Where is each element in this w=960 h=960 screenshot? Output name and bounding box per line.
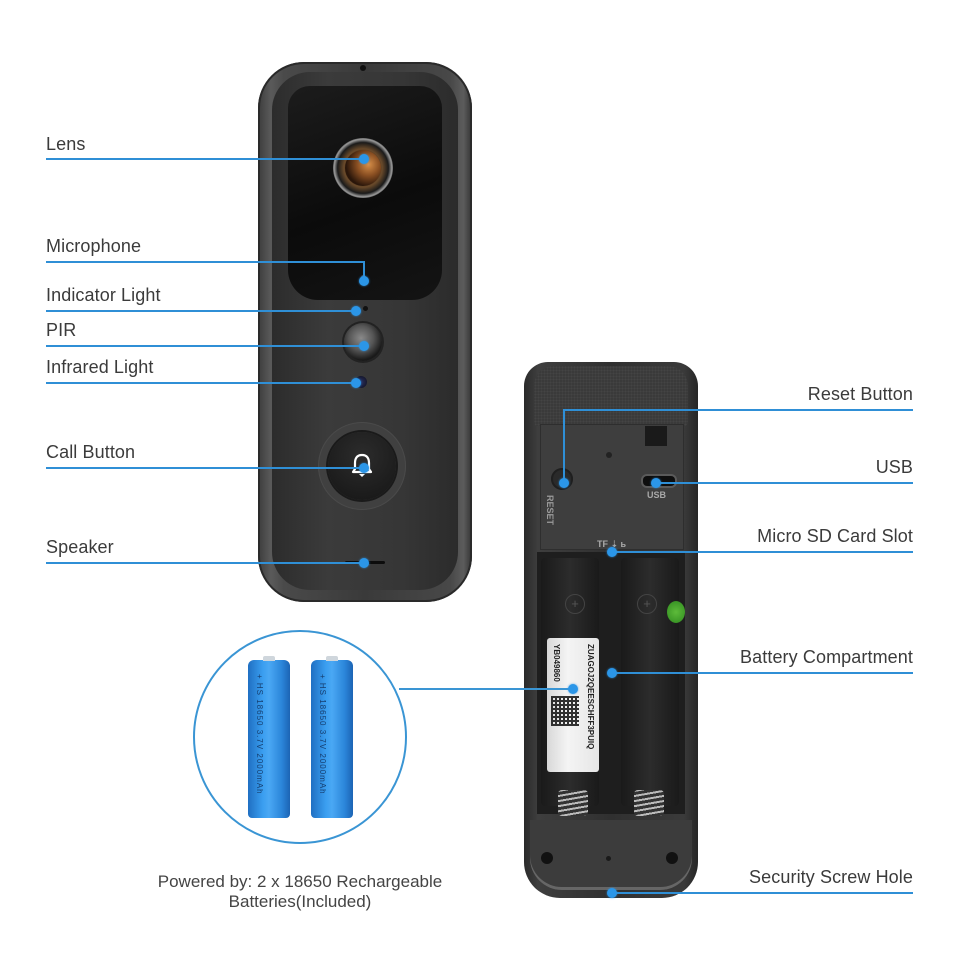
leader-line-reset-button [564,409,913,411]
battery-18650-left: + HS 18650 3.7V 2000mAh [248,656,290,818]
pointer-dot-battery-compartment [607,668,617,678]
pointer-dot-security-screw [607,888,617,898]
sticker-code: ZUAGOJ2QEESCHFF3PUIQ [586,644,595,750]
leader-line-lens [46,158,364,160]
label-lens: Lens [46,134,86,154]
circuit-chip [645,426,667,446]
battery-caption: Powered by: 2 x 18650 Rechargeable Batte… [110,872,490,912]
leader-line-indicator-light [46,310,356,312]
pointer-dot-microphone [359,276,369,286]
panel-screw-dot [606,452,612,458]
pointer-dot-pir [359,341,369,351]
screw-icon [541,852,553,864]
battery-print: + HS 18650 3.7V 2000mAh [318,674,327,795]
pointer-dot-infrared-light [351,378,361,388]
label-microphone: Microphone [46,236,142,256]
pointer-dot-call-button [359,463,369,473]
battery-18650-right: + HS 18650 3.7V 2000mAh [311,656,353,818]
caption-line-2: Batteries(Included) [228,892,372,911]
pointer-dot-reset-button [559,478,569,488]
tf-print: TF ⇣ ь [597,539,627,549]
leader-line-pir [46,345,364,347]
battery-print: + HS 18650 3.7V 2000mAh [255,674,264,795]
label-speaker: Speaker [46,537,114,557]
back-bottom-plate [530,820,692,890]
label-infrared-light: Infrared Light [46,357,154,377]
pointer-dot-micro-sd [607,547,617,557]
screw-hole-icon [606,856,611,861]
label-battery-compartment: Battery Compartment [740,647,913,667]
leader-line-micro-sd [612,551,913,553]
battery-callout-circle [193,630,407,844]
green-seal-icon [667,601,685,623]
pointer-dot-usb [651,478,661,488]
label-reset-button: Reset Button [807,384,913,404]
qr-code-icon [551,696,579,726]
spring-icon [634,790,664,816]
usb-print: USB [647,490,667,500]
leader-line-reset-drop [563,409,565,484]
leader-line-usb [656,482,913,484]
pointer-dot-lens [359,154,369,164]
label-pir: PIR [46,320,77,340]
top-hole [360,65,366,71]
leader-line-speaker [46,562,364,564]
indicator-light-icon [363,306,368,311]
pointer-dot-sticker [568,684,578,694]
leader-line-call-button [46,467,364,469]
back-textured-cap [534,366,688,426]
caption-line-1: Powered by: 2 x 18650 Rechargeable [157,872,443,891]
label-indicator-light: Indicator Light [46,285,161,305]
leader-line-microphone-drop [363,261,365,281]
plus-terminal-icon: + [637,594,657,614]
pointer-dot-speaker [359,558,369,568]
leader-line-security-screw [612,892,913,894]
sticker-serial: YB049860 [552,644,561,682]
pointer-dot-indicator-light [351,306,361,316]
label-call-button: Call Button [46,442,136,462]
leader-line-battery-callout [399,688,573,690]
spring-icon [558,790,588,816]
leader-line-battery-compartment [612,672,913,674]
screw-icon [666,852,678,864]
leader-line-infrared-light [46,382,356,384]
label-security-screw-hole: Security Screw Hole [749,867,913,887]
plus-terminal-icon: + [565,594,585,614]
label-usb: USB [875,457,913,477]
leader-line-microphone [46,261,364,263]
reset-print: RESET [545,495,555,526]
label-micro-sd-card-slot: Micro SD Card Slot [757,526,913,546]
